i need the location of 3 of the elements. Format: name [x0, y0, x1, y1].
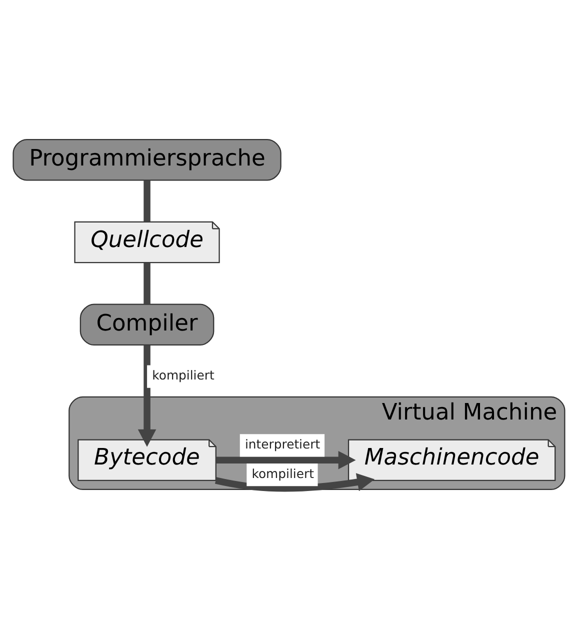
edge-label: kompiliert	[252, 466, 314, 481]
edge-label: interpretiert	[244, 436, 320, 452]
edge-label: kompiliert	[152, 368, 214, 383]
